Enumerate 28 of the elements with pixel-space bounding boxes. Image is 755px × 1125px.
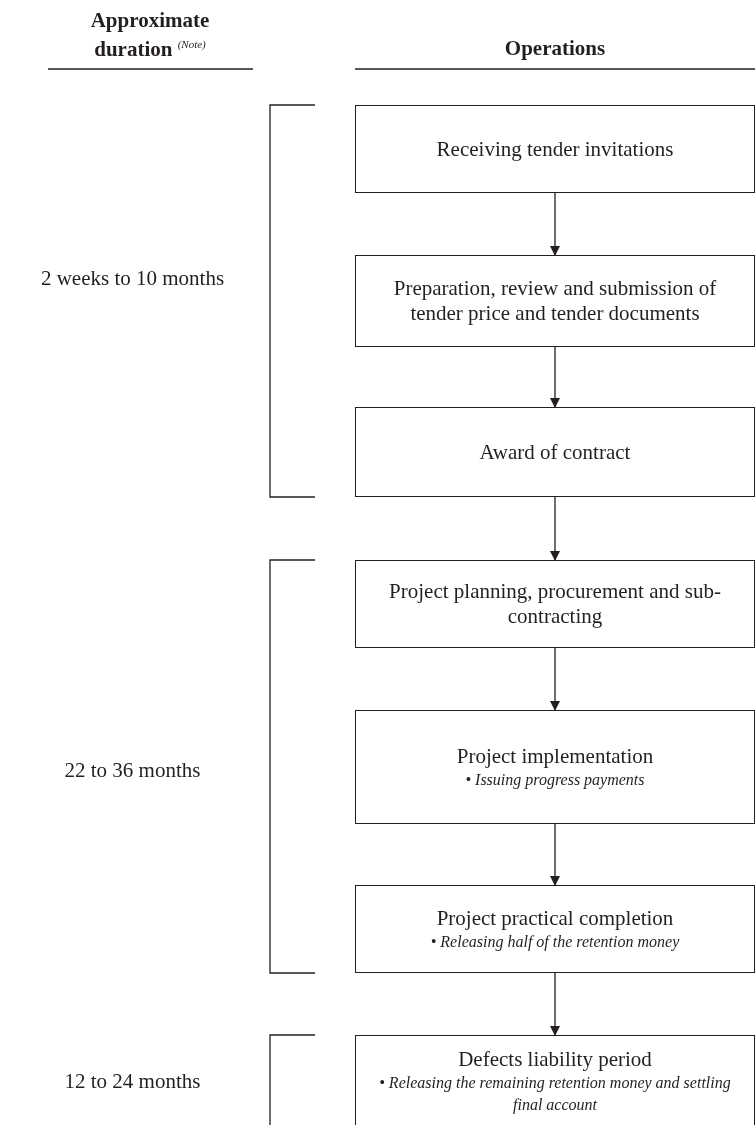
step-title: Defects liability period [458, 1046, 652, 1072]
step-note: • Issuing progress payments [465, 769, 645, 791]
process-box [355, 560, 755, 648]
process-box [355, 885, 755, 973]
process-box [355, 710, 755, 824]
duration-label: 2 weeks to 10 months [39, 266, 226, 291]
step-title: Preparation, review and submission of tender price and tender documents [392, 276, 718, 326]
step-title: Project implementation [456, 743, 654, 769]
arrow [550, 647, 560, 711]
step-title: Award of contract [479, 439, 631, 465]
arrow [550, 496, 560, 561]
duration-label: 12 to 24 months [63, 1069, 202, 1094]
process-box [355, 255, 755, 347]
step-title: Project practical completion [436, 905, 674, 931]
step-note: • Releasing half of the retention money [430, 931, 680, 953]
step-note: • Releasing the remaining retention money and settling final account [378, 1072, 732, 1116]
process-box [355, 1035, 755, 1125]
process-box [355, 407, 755, 497]
arrow [550, 346, 560, 408]
arrow [550, 823, 560, 886]
process-box [355, 105, 755, 193]
step-title: Receiving tender invitations [436, 136, 674, 162]
arrow [550, 192, 560, 256]
step-title: Project planning, procurement and sub-contracting [388, 579, 722, 629]
column-header: Approximate duration $^{(Note)}$ [89, 8, 211, 61]
arrow [550, 972, 560, 1036]
duration-label: 22 to 36 months [63, 758, 202, 783]
column-header: Operations [503, 36, 607, 60]
